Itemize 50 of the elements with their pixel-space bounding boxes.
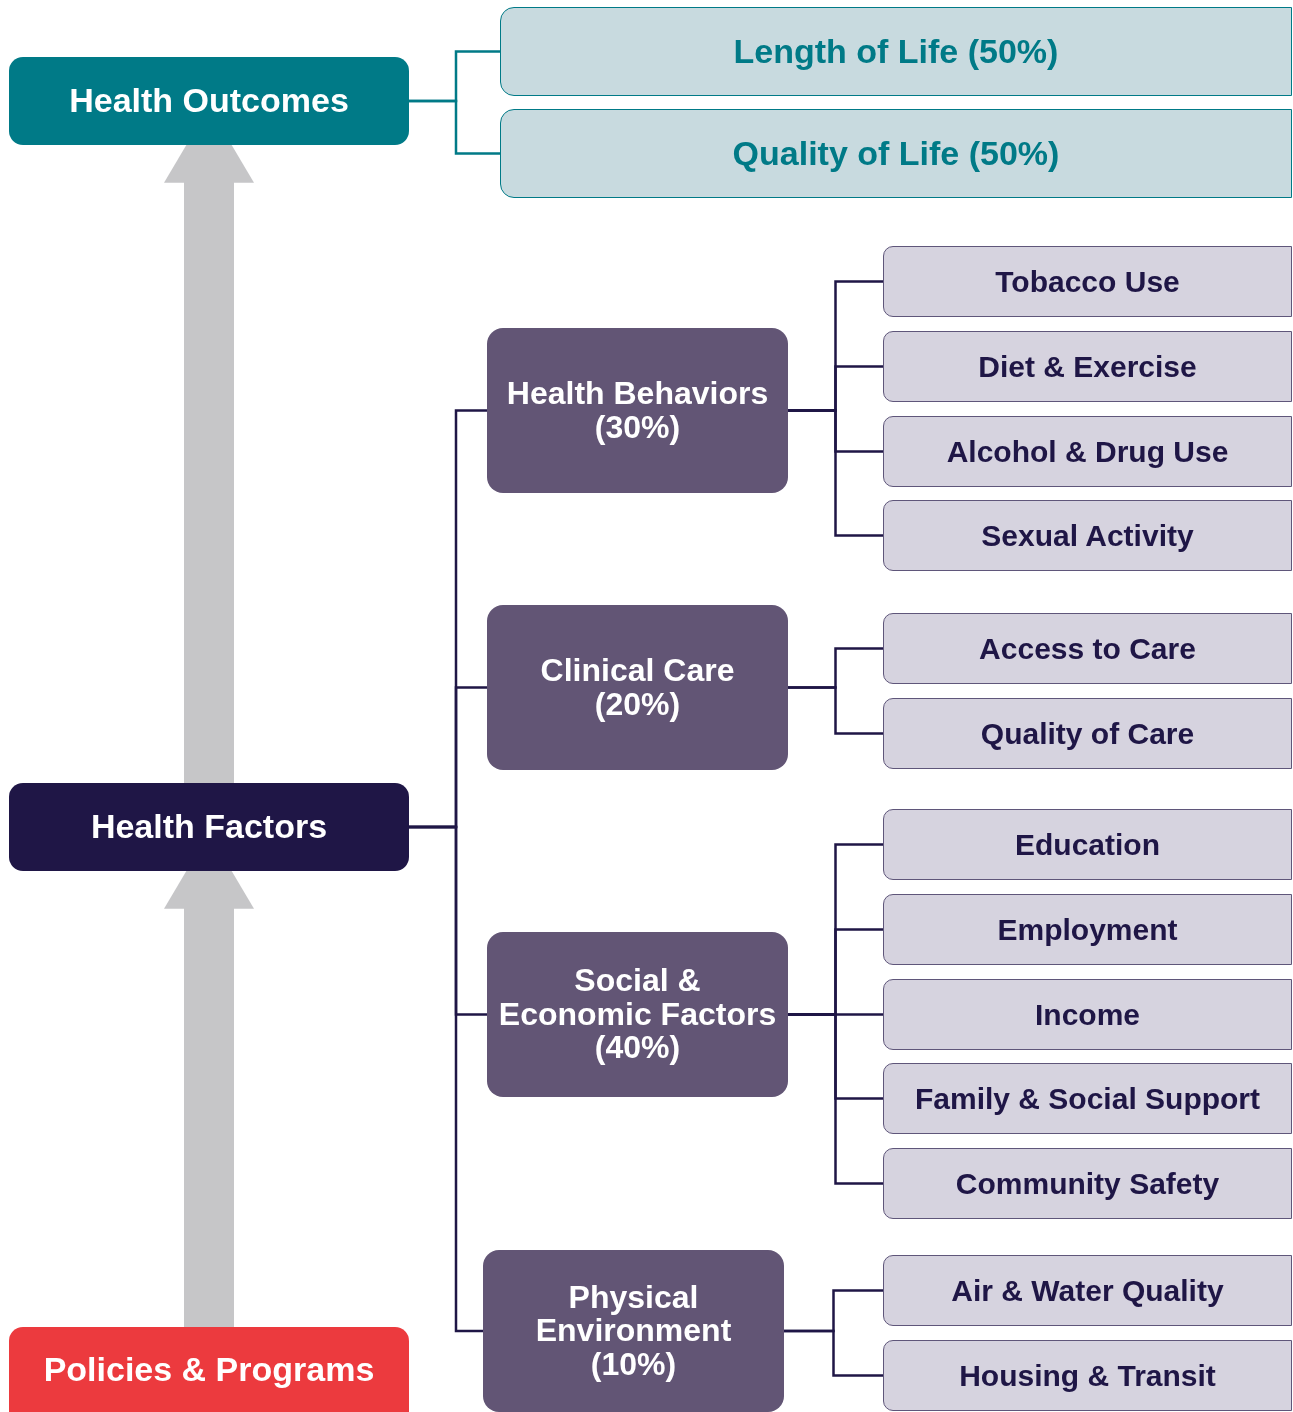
factor-item-box [883, 1148, 1292, 1219]
factor-item-box [883, 500, 1292, 571]
node-label: Health Factors [90, 809, 328, 845]
node-label: Education [1015, 828, 1160, 861]
node-label: Diet & Exercise [978, 350, 1197, 383]
factor-item-box [883, 331, 1292, 402]
node-label: Access to Care [979, 632, 1196, 665]
category-box [487, 605, 788, 770]
factor-item-box [883, 613, 1292, 684]
factor-item-box [883, 809, 1292, 880]
node-label: Length of Life (50%) [733, 33, 1059, 70]
connector-line [788, 409, 883, 537]
node-label: Income [1035, 998, 1140, 1031]
node-label: Health Behaviors (30%) [505, 376, 770, 445]
node-label: Policies & Programs [43, 1351, 375, 1388]
factor-item-box [883, 1340, 1292, 1411]
node-label: Air & Water Quality [951, 1274, 1224, 1307]
category-box [487, 328, 788, 493]
node-label: Quality of Care [980, 717, 1195, 750]
node-label: Employment [997, 913, 1178, 946]
node-label: Health Outcomes [69, 83, 349, 119]
node-label: Family & Social Support [914, 1082, 1261, 1115]
node-label: Alcohol & Drug Use [946, 435, 1229, 468]
node-label: Sexual Activity [981, 519, 1194, 552]
node-label: Clinical Care (20%) [539, 653, 736, 722]
category-box [483, 1250, 784, 1412]
outcome-box [9, 57, 409, 145]
factor-box [9, 783, 409, 871]
node-label: Tobacco Use [995, 265, 1180, 298]
node-label: Physical Environment (10%) [534, 1280, 733, 1382]
factor-item-box [883, 979, 1292, 1050]
node-label: Social & Economic Factors (40%) [497, 964, 778, 1065]
factor-item-box [883, 416, 1292, 487]
connector-line [409, 825, 483, 1333]
factor-item-box [883, 1063, 1292, 1134]
policy-box [9, 1327, 409, 1412]
connector-line [784, 1329, 883, 1377]
node-label: Quality of Life (50%) [732, 135, 1060, 172]
outcome-item-box [500, 109, 1292, 198]
outcome-item-box [500, 7, 1292, 96]
connector-line [409, 99, 500, 155]
factor-item-box [883, 698, 1292, 769]
factor-item-box [883, 246, 1292, 317]
node-label: Housing & Transit [959, 1359, 1216, 1392]
factor-item-box [883, 1255, 1292, 1326]
node-label: Community Safety [955, 1167, 1220, 1200]
connector-line [788, 686, 883, 735]
connector-line [788, 1013, 883, 1185]
factor-item-box [883, 894, 1292, 965]
category-box [487, 932, 788, 1097]
